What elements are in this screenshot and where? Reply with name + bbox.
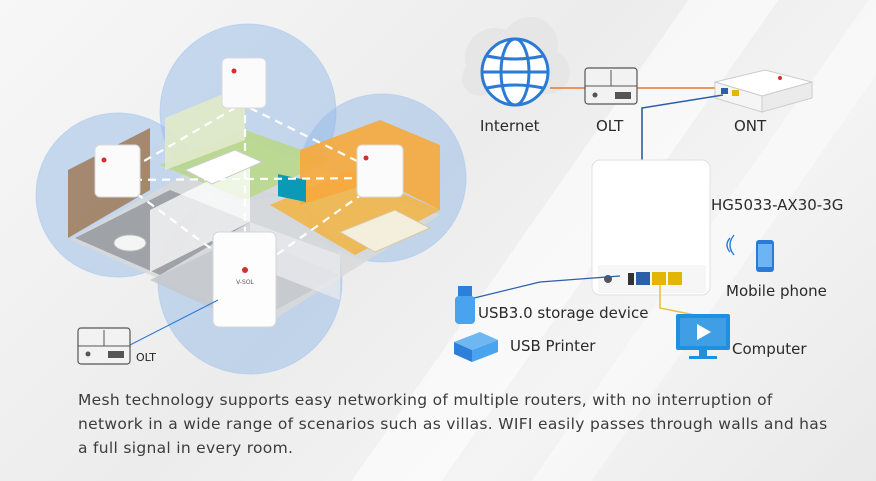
olt-to-router-line [129,299,219,346]
mobile-phone-label: Mobile phone [726,282,827,300]
ont-device-icon [713,69,814,113]
router-model-label: HG5033-AX30-3G [711,196,844,214]
dining-table [113,234,147,252]
network-topology [454,17,814,362]
internet-label: Internet [480,117,540,135]
wall-front-left [150,160,250,272]
house-olt-label: OLT [136,351,156,364]
globe-icon [480,37,550,107]
olt-label: OLT [596,117,624,135]
smartphone-icon [756,240,774,272]
bed [338,209,432,253]
router-usb-cable [465,275,621,301]
usb-storage-label: USB3.0 storage device [478,304,649,322]
usb-stick-icon [455,286,475,324]
ont-label: ONT [734,117,767,135]
mesh-router-icon: V-SOL [212,231,277,328]
tv-screen [278,174,306,203]
computer-label: Computer [732,340,807,358]
sofa [183,149,264,185]
usb-printer-icon [454,332,498,362]
olt-device-icon [584,67,638,105]
usb-printer-label: USB Printer [510,337,596,355]
router-computer-cable [659,285,696,316]
mesh-router-icon [221,57,267,109]
router-brand-label: V-SOL [236,279,254,286]
mesh-router-icon [356,144,404,198]
house-illustration: V-SOL OLT [35,23,467,375]
mesh-router-icon [591,159,711,296]
monitor-icon [676,314,730,359]
olt-device-icon [77,327,131,365]
description-caption: Mesh technology supports easy networking… [78,391,828,457]
mesh-router-icon [94,144,141,198]
wifi-signal-icon [726,234,735,256]
